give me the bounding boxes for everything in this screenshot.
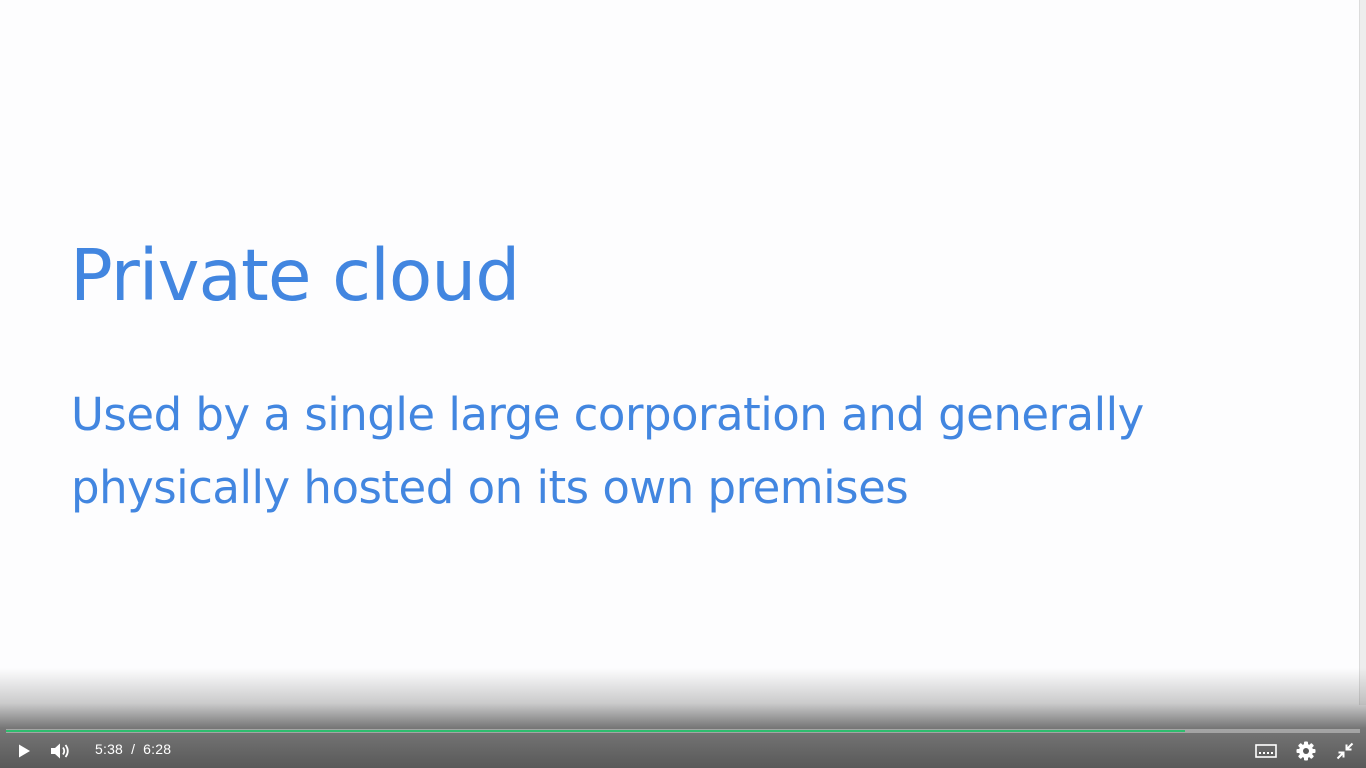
- current-time: 5:38: [95, 741, 124, 757]
- controls-background: [0, 668, 1366, 768]
- time-separator: /: [131, 741, 136, 757]
- play-icon: [16, 743, 32, 759]
- time-display: 5:38 / 6:28: [95, 741, 171, 757]
- duration: 6:28: [143, 741, 172, 757]
- captions-icon: [1255, 743, 1277, 759]
- scrollbar[interactable]: [1359, 0, 1366, 705]
- gear-icon: [1296, 741, 1316, 761]
- progress-bar-fill: [6, 730, 1186, 732]
- settings-button[interactable]: [1293, 737, 1319, 765]
- slide-body: Used by a single large corporation and g…: [71, 378, 1291, 524]
- slide-title: Private cloud: [70, 234, 520, 317]
- captions-button[interactable]: [1253, 737, 1279, 765]
- slide-body-line: physically hosted on its own premises: [71, 461, 909, 514]
- volume-button[interactable]: [46, 737, 76, 765]
- progress-bar[interactable]: [6, 729, 1360, 733]
- volume-icon: [50, 742, 72, 760]
- play-button[interactable]: [10, 737, 38, 765]
- exit-fullscreen-button[interactable]: [1332, 737, 1358, 765]
- slide-body-line: Used by a single large corporation and g…: [71, 388, 1144, 441]
- exit-fullscreen-icon: [1336, 742, 1354, 760]
